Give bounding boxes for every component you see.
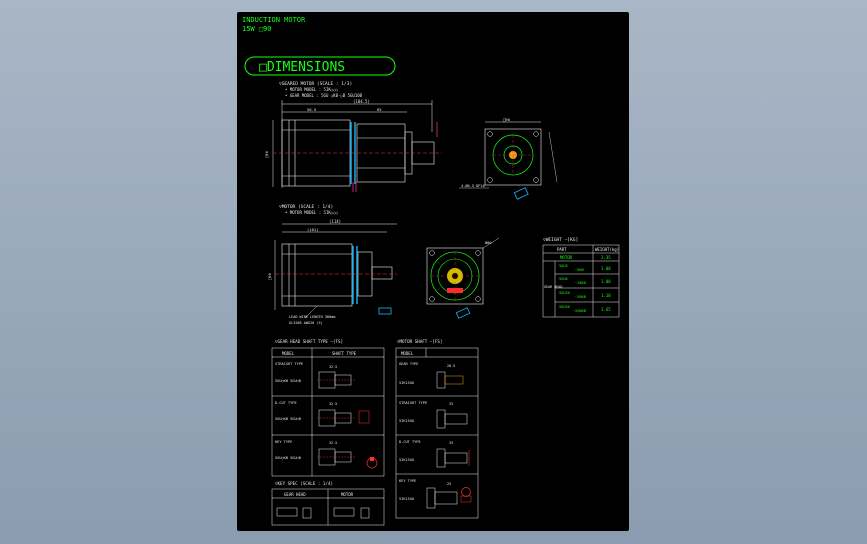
ms-row-4-model: 5IK15GU bbox=[399, 497, 414, 501]
geared-dim-b: 65 bbox=[377, 107, 382, 112]
weight-row-2-model: 5GU6 bbox=[559, 277, 568, 281]
gh-row-1-dim: 32.5 bbox=[329, 365, 337, 369]
gh-row-3-type: KEY TYPE bbox=[275, 440, 292, 444]
gh-row-1-models: 5GU○KB 5GU○B bbox=[275, 379, 301, 383]
ms-row-1-model: 5IK15GU bbox=[399, 381, 414, 385]
gh-row-2-type: D-CUT TYPE bbox=[275, 401, 297, 405]
motor-section: ▽MOTOR (SCALE : 1/4) • MOTOR MODEL : 5IK… bbox=[267, 204, 500, 325]
gear-head-col-shaft: SHAFT TYPE bbox=[332, 351, 357, 356]
weight-row-1-spec: ~5KB bbox=[575, 268, 584, 272]
geared-front-dim: □90 bbox=[503, 117, 511, 122]
motor-dim-total: (114) bbox=[329, 219, 341, 224]
motor-model: • MOTOR MODEL : 5IK○○○ bbox=[285, 210, 339, 215]
motor-shaft-col-model: MODEL bbox=[401, 351, 414, 356]
geared-motor-model: • MOTOR MODEL : 5IK○○○ bbox=[285, 87, 339, 92]
gh-row-1-type: STRAIGHT TYPE bbox=[275, 362, 303, 366]
cad-drawing: INDUCTION MOTOR 15W □90 □DIMENSIONS ▽GEA… bbox=[242, 16, 620, 526]
motor-key-symbol bbox=[378, 307, 392, 315]
key-spec-heading: ▽KEY SPEC (SCALE : 1/4) bbox=[275, 481, 333, 486]
gh-row-2-dim: 32.5 bbox=[329, 402, 337, 406]
motor-front-view: Ø80 bbox=[426, 237, 500, 319]
weight-row-4-model: 5GU50 bbox=[559, 305, 570, 309]
ms-row-2-type: STRAIGHT TYPE bbox=[399, 401, 427, 405]
geared-front-view: □90 4-Ø6.5 DP10 bbox=[459, 117, 558, 200]
motor-shaft-table: ▽MOTOR SHAFT —[FS] MODEL GEAR TYPE 5IK15… bbox=[395, 339, 479, 519]
gh-row-2-models: 5GU○KB 5GU○B bbox=[275, 417, 301, 421]
title-line-1: INDUCTION MOTOR bbox=[242, 16, 306, 24]
title-line-2: 15W □90 bbox=[242, 25, 272, 33]
weight-row-motor-value: 2.35 bbox=[601, 255, 611, 260]
drawing-sheet: INDUCTION MOTOR 15W □90 □DIMENSIONS ▽GEA… bbox=[237, 12, 629, 531]
key-spec-col-motor: MOTOR bbox=[341, 492, 354, 497]
geared-screws bbox=[352, 122, 438, 192]
motor-front-dim: Ø80 bbox=[485, 240, 492, 245]
weight-group-gearhead: GEAR HEAD bbox=[544, 285, 562, 289]
weight-row-1-model: 5GU3 bbox=[559, 264, 568, 268]
gh-row-3-dim: 32.5 bbox=[329, 441, 337, 445]
motor-lead-wire: LEAD WIRE LENGTH 300mm bbox=[289, 315, 335, 319]
weight-row-3-value: 1.10 bbox=[601, 293, 611, 298]
ms-row-2-model: 5IK15GU bbox=[399, 419, 414, 423]
motor-heading: ▽MOTOR (SCALE : 1/4) bbox=[279, 204, 333, 210]
weight-table: ▽WEIGHT —[KG] PART WEIGHT(kg) MOTOR 2.35… bbox=[542, 237, 620, 318]
motor-dim-body: (101) bbox=[307, 227, 318, 232]
ms-row-3-dim: 33 bbox=[449, 441, 453, 445]
motor-dim-square: □90 bbox=[267, 272, 272, 280]
weight-col-weight: WEIGHT(kg) bbox=[595, 247, 619, 252]
key-spec-col-gearhead: GEAR HEAD bbox=[284, 492, 306, 497]
weight-row-2-spec: ~18KB bbox=[575, 281, 586, 285]
geared-dim-a: 50.5 bbox=[307, 107, 316, 112]
motor-dim-lines bbox=[274, 223, 397, 310]
dimensions-banner: □DIMENSIONS bbox=[244, 56, 396, 76]
key-spec-table: ▽KEY SPEC (SCALE : 1/4) GEAR HEAD MOTOR bbox=[271, 481, 385, 526]
ms-row-1-type: GEAR TYPE bbox=[399, 362, 418, 366]
ms-row-4-type: KEY TYPE bbox=[399, 479, 416, 483]
weight-row-4-spec: ~200KB bbox=[573, 309, 586, 313]
weight-row-4-value: 1.65 bbox=[601, 307, 611, 312]
banner-text: □DIMENSIONS bbox=[259, 60, 345, 75]
geared-dim-square: □90 bbox=[264, 150, 269, 158]
gear-head-shaft-table: ▽GEAR HEAD SHAFT TYPE —[FS] MODEL SHAFT … bbox=[271, 339, 385, 477]
weight-row-3-spec: ~36KB bbox=[575, 295, 586, 299]
ms-row-2-dim: 33 bbox=[449, 402, 453, 406]
ms-row-3-model: 5IK15GU bbox=[399, 458, 414, 462]
ms-row-3-type: D-CUT TYPE bbox=[399, 440, 421, 444]
geared-motor-section: ▽GEARED MOTOR (SCALE : 1/3) • MOTOR MODE… bbox=[264, 81, 558, 200]
gh-row-3-models: 5GU○KB 5GU○B bbox=[275, 456, 301, 460]
weight-heading: ▽WEIGHT —[KG] bbox=[543, 237, 578, 243]
geared-gear-model: • GEAR MODEL : 5GU ○KB-○B 5GU10B bbox=[285, 93, 363, 98]
geared-heading: ▽GEARED MOTOR (SCALE : 1/3) bbox=[279, 81, 352, 87]
geared-dim-lines bbox=[272, 100, 433, 188]
motor-shaft-heading: ▽MOTOR SHAFT —[FS] bbox=[397, 339, 442, 344]
ms-row-1-dim: 20.5 bbox=[447, 364, 455, 368]
geared-hole-note: 4-Ø6.5 DP10 bbox=[461, 183, 485, 188]
ms-row-4-dim: 25 bbox=[447, 482, 451, 486]
gear-head-col-model: MODEL bbox=[282, 351, 295, 356]
weight-row-1-value: 1.00 bbox=[601, 266, 611, 271]
motor-wire-spec: UL3266 AWG20 (5) bbox=[289, 321, 323, 325]
motor-body bbox=[281, 243, 393, 307]
gear-head-heading: ▽GEAR HEAD SHAFT TYPE —[FS] bbox=[275, 339, 343, 344]
geared-dim-total: (184.5) bbox=[353, 99, 370, 104]
weight-row-motor: MOTOR bbox=[560, 255, 573, 260]
weight-col-part: PART bbox=[557, 247, 567, 252]
weight-row-3-model: 5GU20 bbox=[559, 291, 570, 295]
weight-row-2-value: 1.00 bbox=[601, 279, 611, 284]
motor-flange bbox=[352, 246, 358, 304]
